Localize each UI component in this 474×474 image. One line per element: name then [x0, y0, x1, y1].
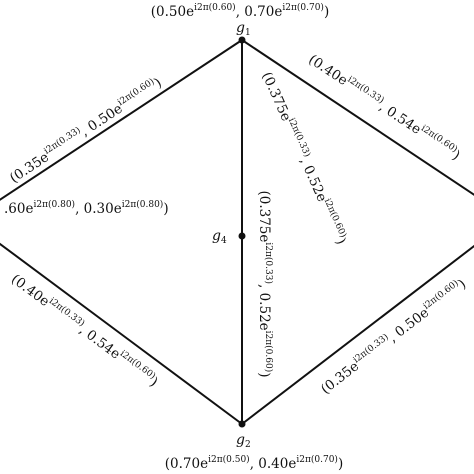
- vertex-g1-name: g1: [236, 20, 251, 38]
- vertex-g2-value: (0.70ei2π(0.50), 0.40ei2π(0.70)): [165, 454, 343, 472]
- vertices: g1 g4 g2: [212, 20, 251, 450]
- vertex-g4-name: g4: [212, 228, 227, 246]
- edge-g1-right: [241, 39, 474, 196]
- edge-label-g2-right: (0.35ei2π(0.33), 0.50ei2π(0.60)): [317, 275, 470, 398]
- vertex-g4-dot: [238, 232, 246, 240]
- edge-label-left-g2: (0.40ei2π(0.33), 0.54ei2π(0.60)): [8, 270, 162, 391]
- edge-g2-right: [241, 244, 474, 425]
- vertex-g1-dot: [238, 36, 246, 44]
- edge-labels: (0.35ei2π(0.33), 0.50ei2π(0.60)) (0.40ei…: [6, 50, 469, 398]
- edge-label-g1-left: (0.35ei2π(0.33), 0.50ei2π(0.60)): [6, 73, 165, 186]
- edge-g1-left: [0, 39, 243, 201]
- edge-label-g1-g2-vertical: (0.375ei2π(0.33), 0.52ei2π(0.60)): [256, 190, 274, 377]
- edge-label-g1-right: (0.40ei2π(0.33), 0.54ei2π(0.60)): [305, 50, 464, 164]
- vertex-g1-value: (0.50ei2π(0.60), 0.70ei2π(0.70)): [151, 2, 329, 20]
- edges: [0, 39, 474, 425]
- vertex-g2-dot: [238, 420, 246, 428]
- vertex-g2-name: g2: [236, 432, 251, 450]
- edge-left-g2: [0, 242, 243, 425]
- vertex-g3-value: .60ei2π(0.80), 0.30ei2π(0.80)): [4, 199, 169, 217]
